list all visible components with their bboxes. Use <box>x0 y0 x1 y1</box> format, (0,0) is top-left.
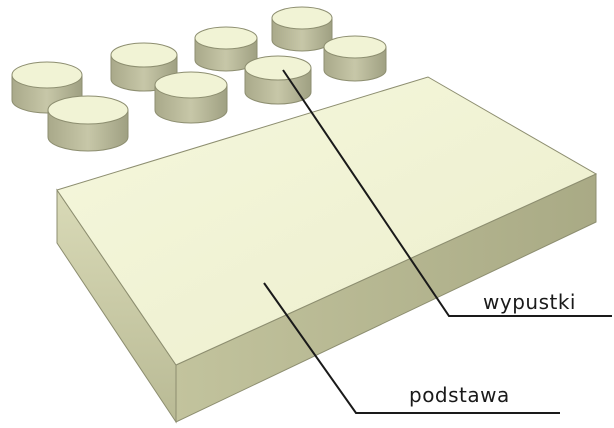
label-studs: wypustki <box>483 290 576 314</box>
stud <box>110 42 178 92</box>
stud <box>154 71 228 124</box>
studs-group <box>11 6 387 152</box>
stud <box>323 35 387 82</box>
leader-line-studs <box>282 69 612 317</box>
label-base: podstawa <box>409 383 510 407</box>
stud <box>271 6 333 52</box>
stud <box>244 55 312 105</box>
leader-lines <box>263 69 612 414</box>
stud <box>47 95 129 152</box>
base-top-face <box>56 76 598 366</box>
base-block <box>56 76 598 424</box>
stud <box>194 26 258 72</box>
leader-line-base <box>263 282 560 414</box>
